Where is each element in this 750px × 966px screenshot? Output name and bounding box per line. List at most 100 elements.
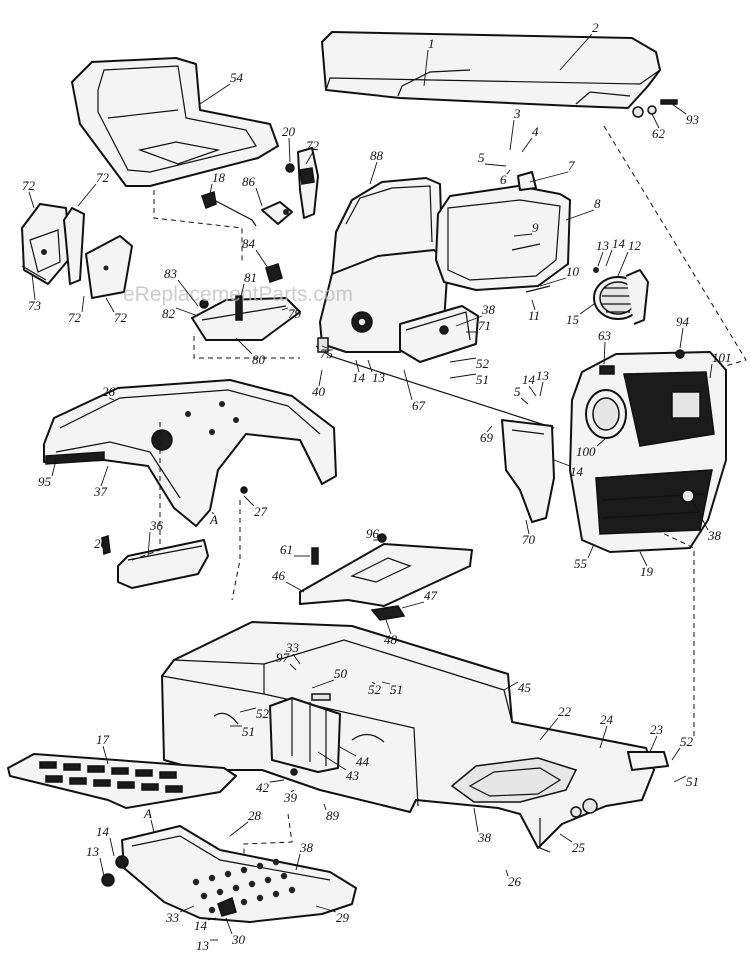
callout-label: 72	[22, 178, 36, 193]
callout-label: 33	[165, 910, 180, 925]
callout-label: 45	[518, 680, 532, 695]
callout-label: 86	[242, 174, 256, 189]
callout-label: 19	[640, 564, 654, 579]
callout-label: 50	[334, 666, 348, 681]
callout-label: A	[209, 512, 218, 527]
leader-line	[150, 819, 155, 833]
leader-line	[109, 837, 115, 857]
callout-label: 40	[312, 384, 326, 399]
leader-line	[100, 465, 109, 487]
grille-part	[569, 349, 727, 553]
callout-label: 84	[242, 236, 256, 251]
callout-label: 38	[481, 302, 496, 317]
callout-label: 96	[366, 526, 380, 541]
leader-line	[671, 103, 687, 115]
leader-line	[691, 499, 709, 531]
leader-line	[81, 295, 85, 313]
leader-line	[311, 679, 335, 689]
callout-label: 14	[522, 372, 536, 387]
callout-label: 14	[570, 464, 584, 479]
callout-label: 26	[94, 536, 108, 551]
callout-label: 72	[306, 138, 320, 153]
leader-line	[506, 169, 511, 175]
callout-label: 39	[283, 790, 298, 805]
leader-line	[269, 779, 285, 783]
callout-label: 38	[707, 528, 722, 543]
leader-line	[539, 277, 567, 287]
leader-line	[337, 745, 357, 757]
callout-label: 24	[600, 712, 614, 727]
callout-label: 22	[558, 704, 572, 719]
callout-label: 38	[299, 840, 314, 855]
leader-line	[235, 337, 253, 355]
leader-line	[521, 137, 533, 153]
leader-line	[105, 297, 115, 313]
callout-label: 73	[28, 298, 42, 313]
leader-line	[102, 745, 109, 765]
leader-line	[108, 397, 115, 401]
leader-line	[671, 747, 681, 761]
callout-label: 70	[522, 532, 536, 547]
leader-line	[318, 369, 323, 387]
callout-label: 25	[572, 840, 586, 855]
callout-label: 9	[532, 220, 539, 235]
leader-line	[255, 249, 269, 269]
callout-label: 33	[285, 640, 300, 655]
leader-line	[367, 359, 373, 373]
leader-line	[709, 363, 713, 379]
leader-line	[531, 299, 536, 311]
callout-label: 89	[326, 808, 340, 823]
seat-part	[71, 57, 279, 187]
leader-line	[449, 357, 477, 363]
callout-label: 26	[508, 874, 522, 889]
callout-label: 20	[282, 124, 296, 139]
leader-line	[292, 653, 301, 665]
callout-label: 14	[352, 370, 366, 385]
leader-line	[31, 273, 36, 301]
headlight-part	[525, 267, 649, 325]
callout-label: 52	[256, 706, 270, 721]
leader-line	[529, 171, 569, 183]
leader-line	[509, 119, 515, 151]
leader-line	[649, 735, 658, 753]
leader-line	[528, 385, 537, 397]
leader-line	[229, 821, 249, 837]
battery-holddown-part	[191, 295, 301, 341]
leader-line	[321, 345, 328, 349]
leader-line	[305, 151, 314, 165]
callout-label: 75	[320, 346, 334, 361]
leader-line	[449, 373, 477, 379]
leader-line	[486, 425, 493, 433]
callout-label: 93	[686, 112, 700, 127]
callout-label: 17	[96, 732, 110, 747]
callout-label: 95	[38, 474, 52, 489]
leader-line	[539, 381, 544, 397]
leader-line	[77, 183, 97, 207]
leader-line	[539, 717, 559, 741]
callout-label: 23	[650, 722, 664, 737]
frame-part	[161, 621, 669, 853]
callout-label: 46	[272, 568, 286, 583]
leader-line	[651, 113, 660, 129]
dash-part	[315, 177, 555, 429]
callout-label: 88	[370, 148, 384, 163]
leader-line	[520, 397, 529, 405]
leader-line	[505, 869, 509, 877]
leader-line	[597, 251, 604, 267]
callout-label: 18	[212, 170, 226, 185]
leader-line	[455, 315, 483, 327]
leader-line	[579, 303, 595, 315]
callout-label: 6	[500, 172, 507, 187]
leader-line	[315, 905, 337, 913]
leader-line	[423, 49, 429, 87]
leader-line	[484, 163, 507, 167]
leader-line	[28, 191, 35, 209]
callout-label: 80	[252, 352, 266, 367]
leader-line	[385, 619, 392, 635]
callout-label: 29	[336, 910, 350, 925]
callout-label: 79	[288, 306, 302, 321]
fender-part	[43, 379, 337, 527]
footrest-part	[101, 825, 357, 923]
